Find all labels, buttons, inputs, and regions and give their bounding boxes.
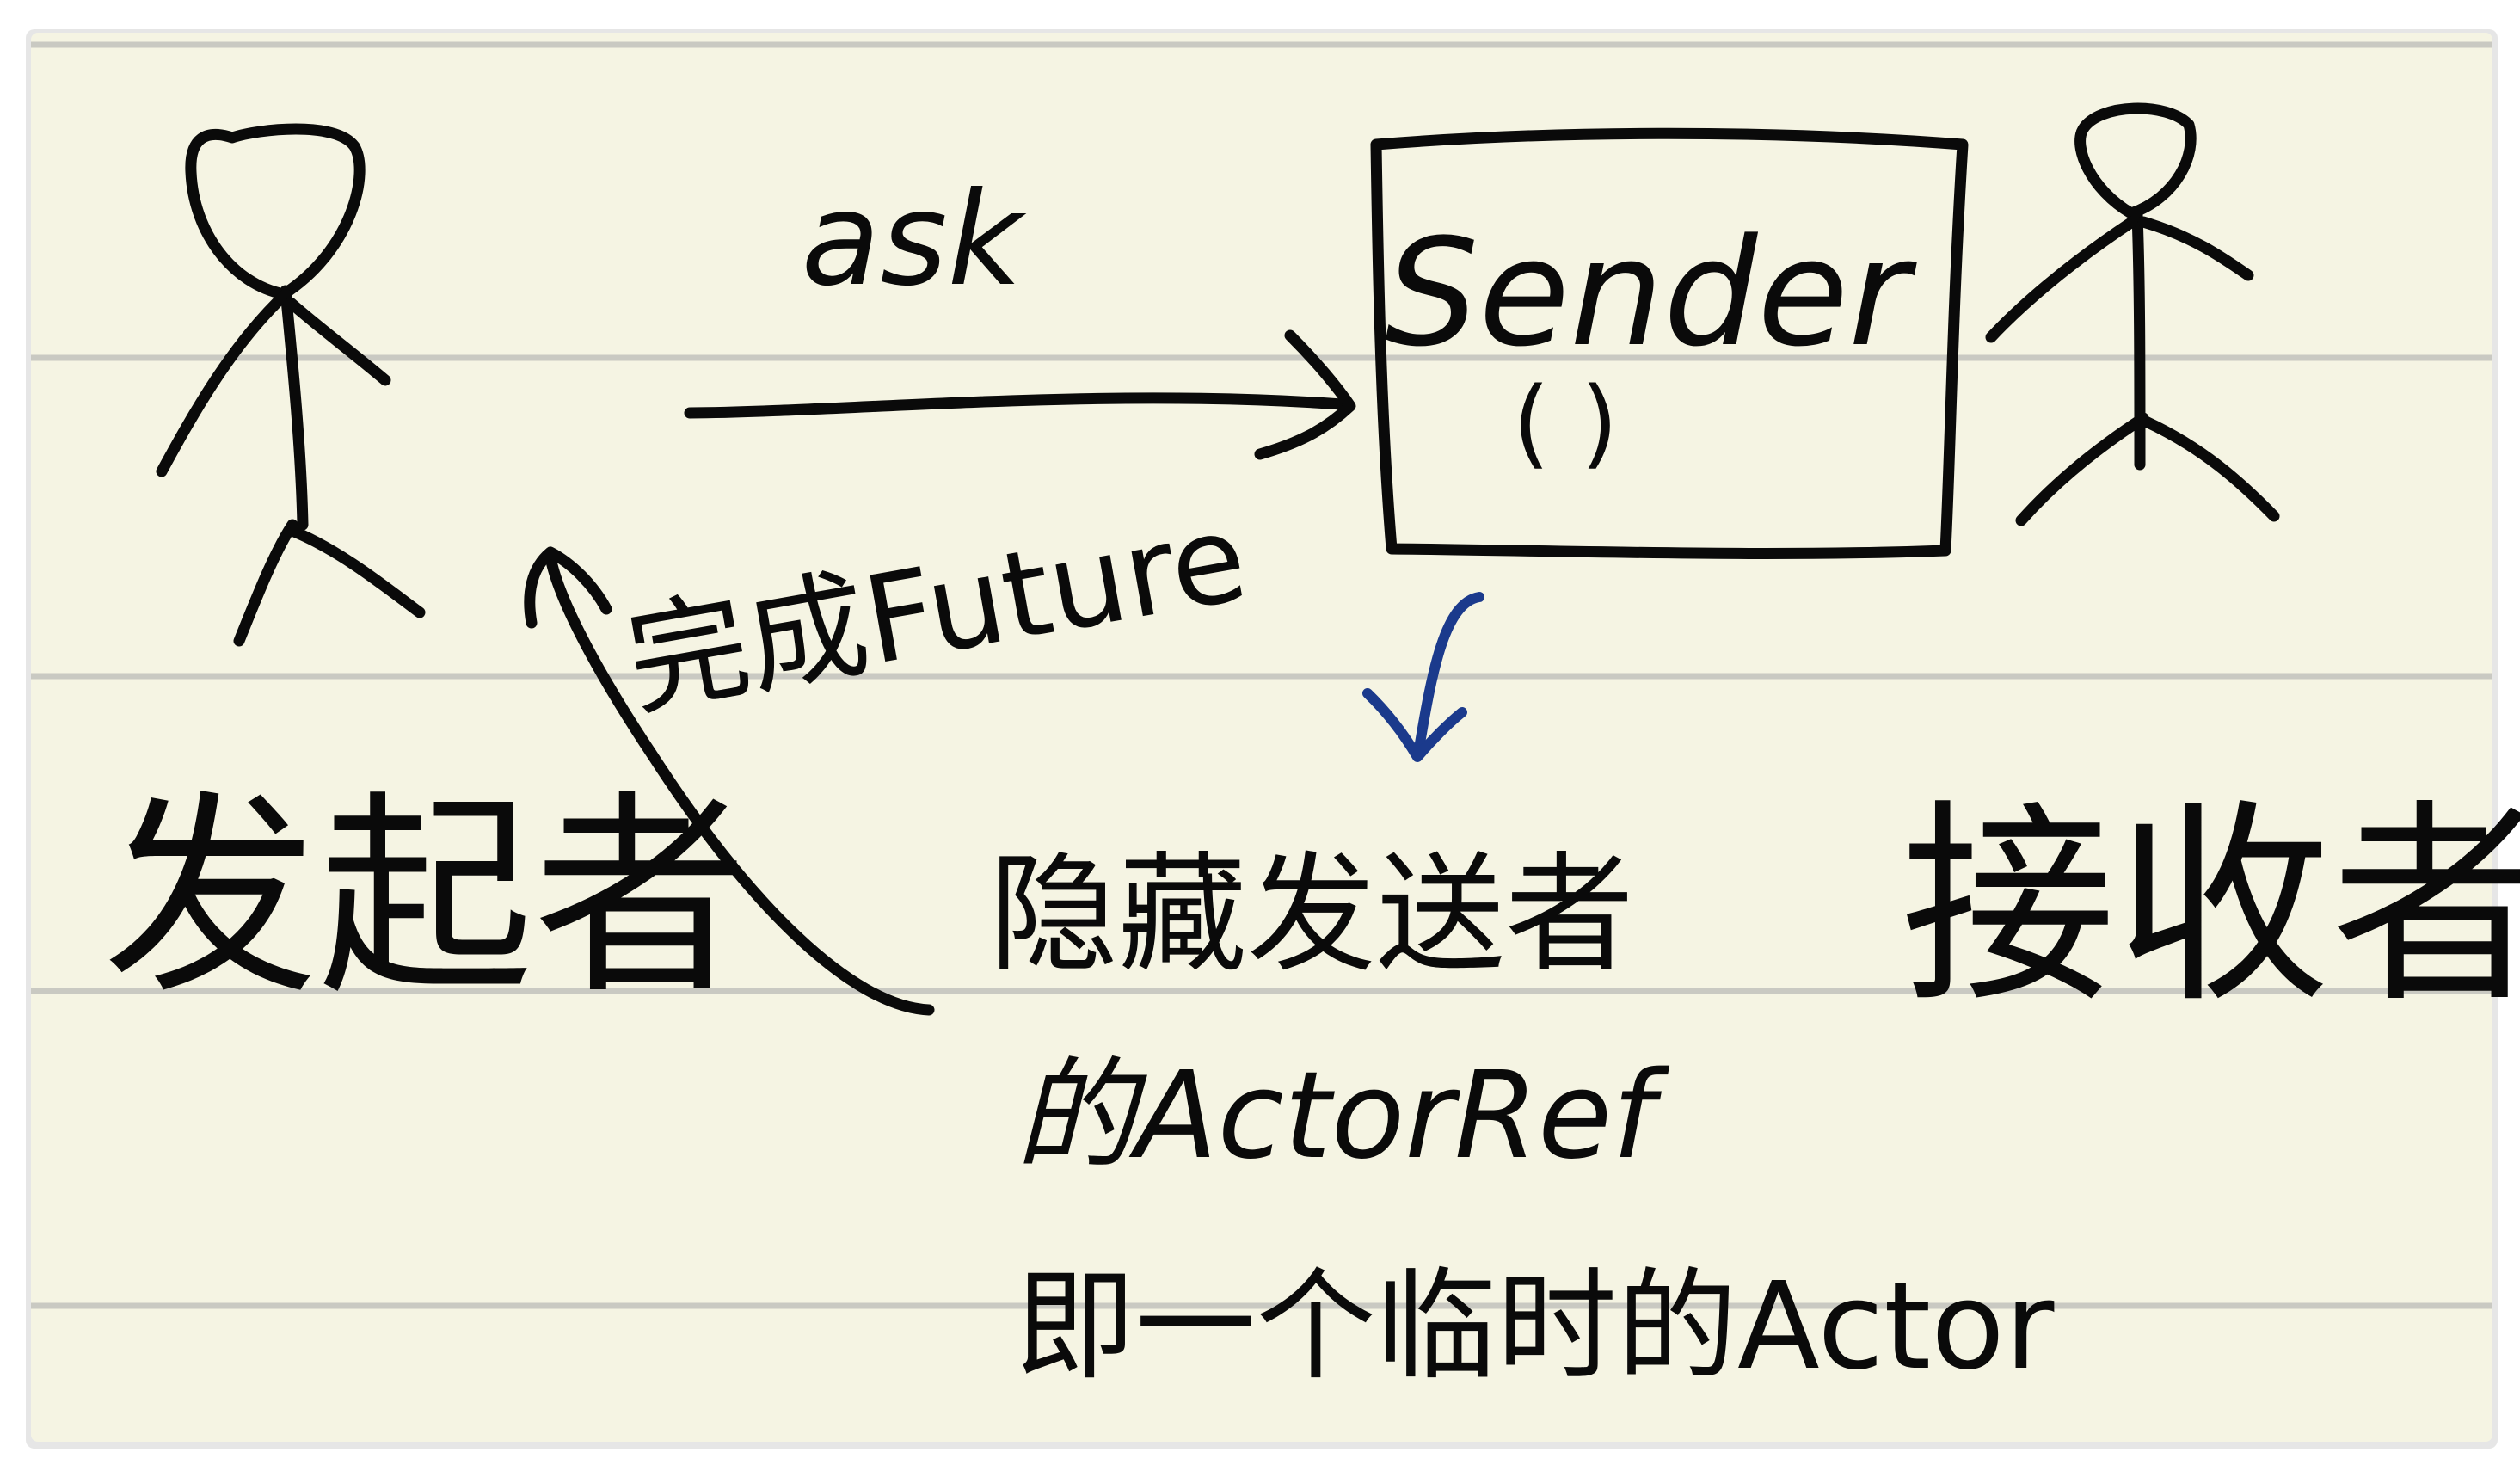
right-leg-line [2140, 415, 2280, 522]
sender-box-sublabel: ( ) [1513, 367, 1619, 479]
note-line-3: 即一个临时的Actor [1015, 1257, 2055, 1397]
left-arm-line [1985, 214, 2141, 343]
right-arm-line [285, 297, 391, 386]
ask-arrow-shaft [684, 392, 1348, 419]
receiver-label: 接收者 [1901, 781, 2520, 1031]
return-arrow-shaft [544, 551, 935, 1016]
left-arm-line [156, 288, 292, 477]
sender-box-label: Sender [1385, 206, 1917, 379]
return-arrow-head [524, 546, 612, 629]
stick-figure-icon [1985, 102, 2280, 526]
blue-arrow-head [1362, 688, 1467, 762]
body-line [280, 285, 309, 531]
note-line-2: 的ActorRef [1015, 1046, 1669, 1186]
note-line-1: 隐藏发送者 [989, 840, 1634, 990]
head-shape [185, 123, 366, 300]
return-arrow [524, 546, 935, 1016]
ruled-lines [31, 41, 2492, 1309]
blue-arrow-shaft [1414, 592, 1484, 754]
ask-arrow [684, 329, 1356, 460]
right-leg-line [288, 526, 426, 618]
ask-arrow-head [1254, 329, 1356, 460]
right-arm-line [2137, 216, 2254, 281]
left-leg-line [2015, 412, 2149, 526]
ask-label: ask [802, 165, 1027, 315]
head-shape [2074, 102, 2197, 219]
initiator-label: 发起者 [103, 772, 748, 1023]
arrow-down-icon [1362, 592, 1484, 762]
sender-box [1370, 127, 1969, 559]
left-leg-line [233, 519, 298, 647]
stick-figure-icon [156, 123, 426, 647]
notebook-paper [31, 33, 2492, 1442]
